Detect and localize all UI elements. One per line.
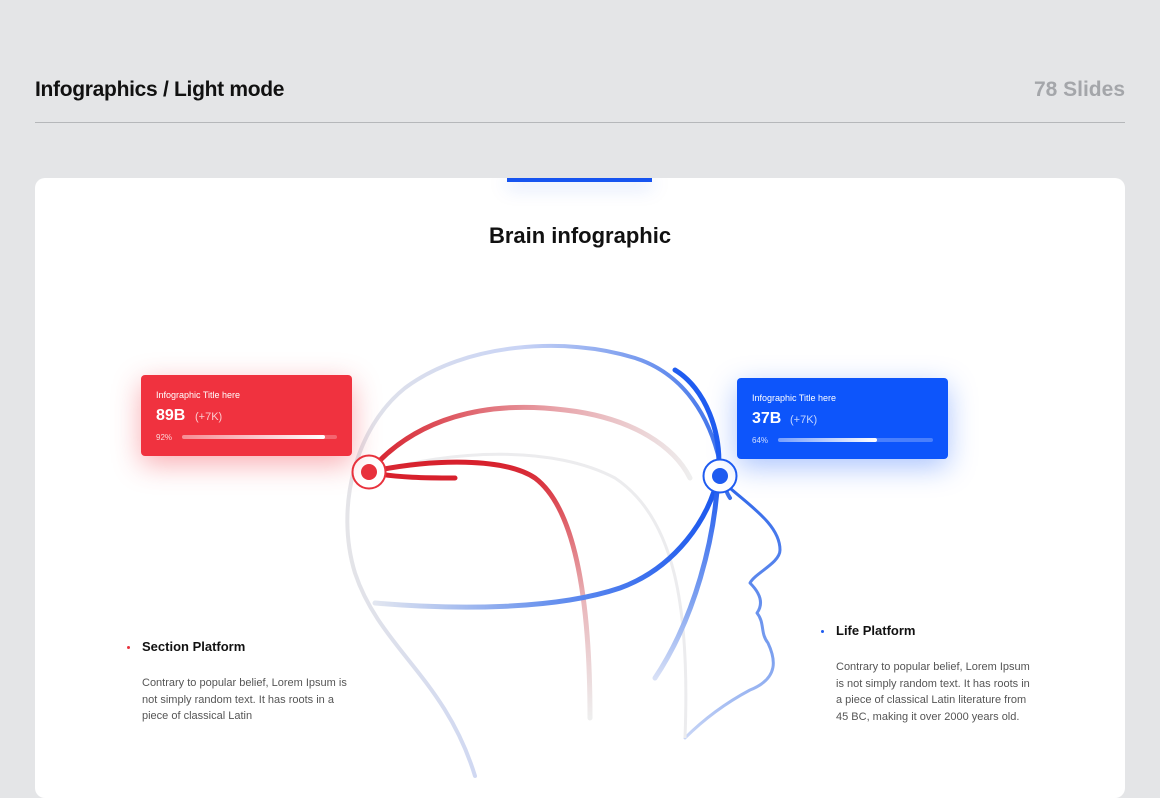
skull-outline	[345, 343, 732, 778]
card-delta: (+7K)	[195, 411, 223, 423]
progress-fill	[778, 438, 878, 442]
card-label: Infographic Title here	[752, 393, 837, 403]
card-percent: 64%	[752, 436, 769, 445]
section-title: Life Platform	[836, 623, 916, 638]
section-text: Contrary to popular belief, Lorem Ipsum …	[142, 677, 347, 722]
brain-head-illustration	[345, 343, 782, 778]
card-percent: 92%	[156, 433, 173, 442]
blue-connection-down	[652, 473, 721, 681]
card-value: 37B	[752, 410, 782, 427]
red-connection-upper	[366, 404, 693, 481]
blue-connection-lower	[372, 473, 721, 610]
page-title: Infographics / Light mode	[35, 78, 285, 101]
bullet-icon	[821, 630, 824, 633]
card-label: Infographic Title here	[156, 390, 241, 400]
stat-card-blue[interactable]: Infographic Title here 37B (+7K) 64%	[737, 378, 948, 459]
section-title: Section Platform	[142, 639, 246, 654]
slide-accent-bar	[507, 178, 652, 182]
progress-bar	[778, 438, 933, 442]
face-profile	[683, 478, 782, 740]
section-right: Life Platform Contrary to popular belief…	[821, 623, 1036, 725]
slide-count: 78 Slides	[1033, 78, 1125, 101]
bullet-icon	[127, 646, 130, 649]
slide-preview[interactable]: Brain infographic	[35, 178, 1125, 798]
progress-fill	[182, 435, 325, 439]
stat-card-red[interactable]: Infographic Title here 89B (+7K) 92%	[141, 375, 352, 456]
inner-curve	[368, 452, 688, 739]
slide-title: Brain infographic	[488, 223, 672, 248]
red-connection-lower	[366, 459, 593, 721]
card-value: 89B	[156, 407, 186, 424]
section-text: Contrary to popular belief, Lorem Ipsum …	[836, 661, 1030, 723]
card-delta: (+7K)	[790, 414, 818, 426]
blue-node-icon	[702, 458, 738, 494]
progress-bar	[182, 435, 337, 439]
red-node-icon	[351, 454, 387, 490]
section-left: Section Platform Contrary to popular bel…	[127, 639, 357, 725]
header-divider	[35, 122, 1125, 123]
